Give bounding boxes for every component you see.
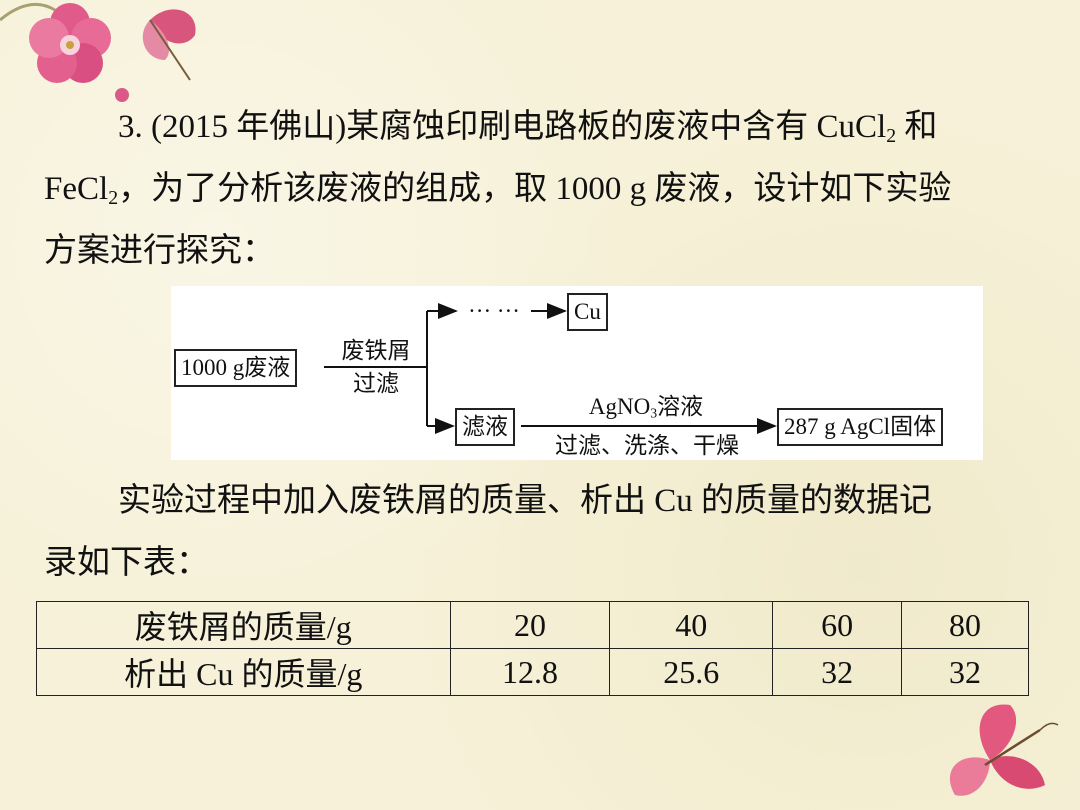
middle-paragraph: 实验过程中加入废铁屑的质量、析出 Cu 的质量的数据记 录如下表： (44, 470, 1044, 594)
step2-reagent-label: AgNO3溶液 (551, 394, 741, 420)
question-line1-end: 和 (896, 109, 938, 145)
cucl2-subscript: 2 (886, 124, 897, 147)
step1-operation-label: 过滤 (353, 371, 399, 396)
table-cell: 12.8 (449, 648, 611, 696)
middle-line2: 录如下表： (44, 545, 209, 581)
table-cell: 80 (901, 601, 1029, 649)
question-line1: 某腐蚀印刷电路板的废液中含有 CuCl (346, 109, 887, 145)
flower-decoration-icon (0, 2, 196, 102)
middle-line1: 实验过程中加入废铁屑的质量、析出 Cu 的质量的数据记 (118, 483, 933, 519)
agno3-text: AgNO (588, 394, 651, 419)
step2-operation-label: 过滤、洗涤、干燥 (555, 433, 739, 458)
question-paragraph: 3. (2015 年佛山)某腐蚀印刷电路板的废液中含有 CuCl2 和 FeCl… (44, 96, 1044, 282)
table-cell: 20 (449, 601, 611, 649)
question-number: 3. (118, 109, 143, 145)
experiment-flow-diagram: 1000 g废液 废铁屑 过滤 … … Cu 滤液 AgNO3溶液 过滤、洗涤、… (171, 286, 983, 460)
table-cell: 32 (901, 648, 1029, 696)
row-label: 废铁屑的质量/g (36, 601, 451, 649)
step1-reagent-label: 废铁屑 (341, 338, 411, 363)
table-cell: 32 (772, 648, 903, 696)
ellipsis-dots: … … (468, 292, 520, 317)
table-row: 析出 Cu 的质量/g 12.8 25.6 32 32 (36, 648, 1029, 696)
cu-box: Cu (567, 293, 608, 331)
end-box: 287 g AgCl固体 (777, 408, 944, 446)
table-row: 废铁屑的质量/g 20 40 60 80 (36, 601, 1029, 649)
question-source: (2015 年佛山) (151, 109, 347, 145)
row-label: 析出 Cu 的质量/g (36, 648, 451, 696)
start-box: 1000 g废液 (174, 349, 298, 387)
table-cell: 60 (772, 601, 903, 649)
fecl2-text: FeCl (44, 171, 109, 207)
table-cell: 25.6 (609, 648, 774, 696)
data-table: 废铁屑的质量/g 20 40 60 80 析出 Cu 的质量/g 12.8 25… (36, 601, 1029, 696)
butterfly-decoration-icon (949, 704, 1059, 796)
filtrate-box: 滤液 (455, 408, 515, 446)
table-cell: 40 (609, 601, 774, 649)
question-line2: ，为了分析该废液的组成，取 1000 g 废液，设计如下实验 (118, 171, 952, 207)
flow-arrows (324, 303, 777, 434)
agno3-subscript: 3 (650, 405, 658, 421)
agno3-suffix: 溶液 (657, 394, 704, 419)
fecl2-subscript: 2 (108, 186, 119, 209)
question-line3: 方案进行探究： (44, 233, 275, 269)
